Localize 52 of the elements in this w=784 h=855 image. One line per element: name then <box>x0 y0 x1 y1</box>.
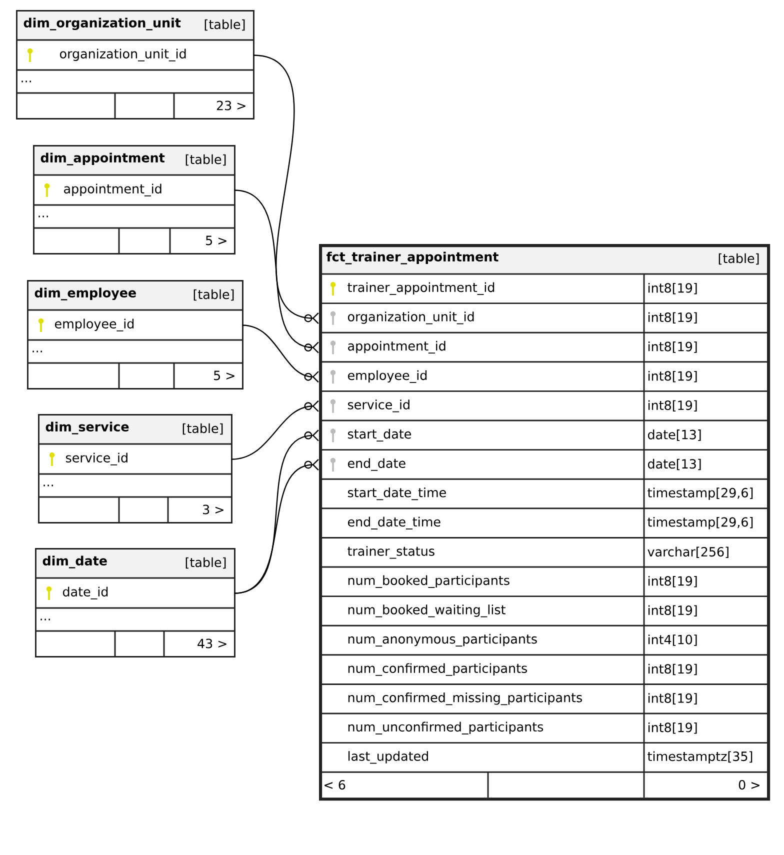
relationship-line <box>234 190 319 354</box>
column-row: num_confirmed_missing_participants int8[19] <box>319 683 768 714</box>
column-row: ... <box>27 339 242 352</box>
column-row: num_booked_participants int8[19] <box>319 566 768 596</box>
column-row: trainer_appointment_id int8[19] <box>319 273 768 304</box>
column-row: service_id int8[19] <box>319 390 768 420</box>
column-row: employee_id <box>27 309 242 332</box>
relationship-line <box>253 54 319 324</box>
node-label: organization_unit_id <box>348 312 474 324</box>
column-row: ... <box>35 607 234 620</box>
column-row: service_id <box>38 443 231 466</box>
column-row: num_unconfirmed_participants int8[19] <box>319 712 768 743</box>
column-row: date_id <box>35 577 234 600</box>
table-footer: 3 > <box>38 496 231 522</box>
column-row: last_updated timestamptz[35] <box>319 742 768 772</box>
table-footer: 43 > <box>35 630 234 656</box>
node-label: int8[19] <box>648 312 697 324</box>
column-row: organization_unit_id <box>16 39 253 62</box>
node-label: end_date <box>348 458 406 471</box>
column-row: start_date date[13] <box>319 420 768 450</box>
node-label: trainer_appointment_id <box>348 282 494 295</box>
relationship-line <box>231 400 319 460</box>
column-row: ... <box>16 69 253 82</box>
column-row: appointment_id <box>33 174 234 196</box>
node-label: date[13] <box>648 458 701 470</box>
node-label: int8[19] <box>648 282 697 294</box>
table-footer: 5 > <box>33 227 234 253</box>
column-row: trainer_status varchar[256] <box>319 536 768 567</box>
column-row: num_confirmed_participants int8[19] <box>319 654 768 684</box>
node-label: employee_id <box>348 370 427 383</box>
column-row: ... <box>33 204 234 218</box>
node-label: int8[19] <box>648 370 697 382</box>
column-row: organization_unit_id int8[19] <box>319 302 768 333</box>
column-row: appointment_id int8[19] <box>319 332 768 362</box>
node-label: service_id <box>348 400 410 412</box>
column-row: num_booked_waiting_list int8[19] <box>319 596 768 626</box>
node-label: int8[19] <box>648 400 697 412</box>
node-label: start_date <box>348 428 412 442</box>
column-row: ... <box>38 473 231 486</box>
table-footer: 23 > <box>16 92 253 118</box>
column-row: num_anonymous_participants int4[10] <box>319 624 768 655</box>
relationship-line <box>242 324 319 383</box>
column-row: end_date_time timestamp[29,6] <box>319 508 768 538</box>
column-row: start_date_time timestamp[29,6] <box>319 478 768 508</box>
column-row: end_date date[13] <box>319 449 768 480</box>
node-label: appointment_id <box>348 340 446 354</box>
column-row: employee_id int8[19] <box>319 361 768 392</box>
table-footer: < 6 0 > <box>319 771 768 798</box>
node-label: date[13] <box>648 430 701 441</box>
table-footer: 5 > <box>27 362 242 388</box>
node-label: int8[19] <box>648 342 697 353</box>
relationship-line <box>234 458 319 594</box>
